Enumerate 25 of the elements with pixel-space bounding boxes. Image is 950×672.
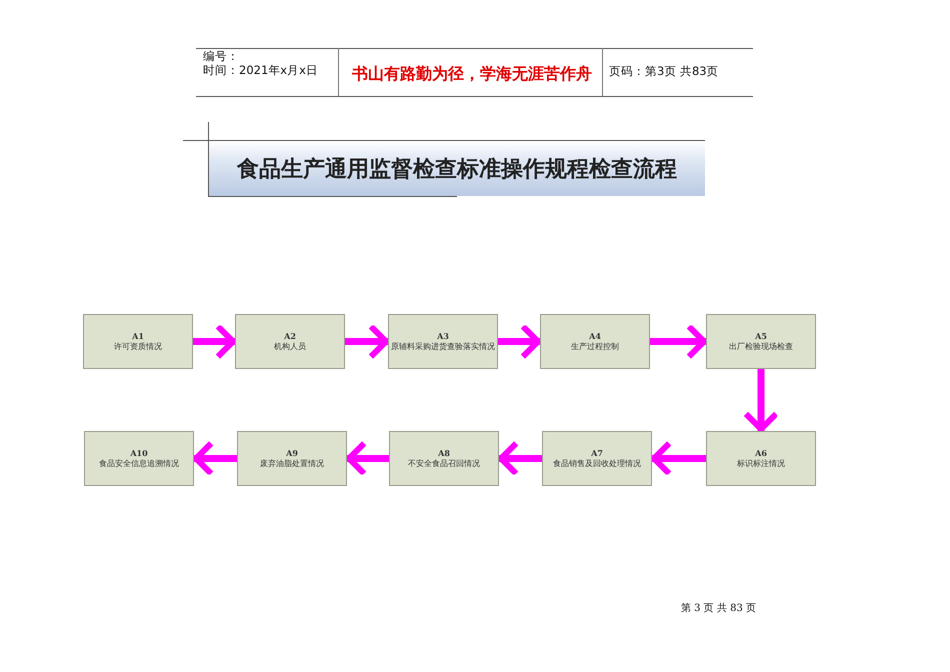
arrow (498, 326, 541, 358)
arrow (345, 326, 389, 358)
page-footer: 第 3 页 共 83 页 (681, 603, 756, 615)
arrow (745, 369, 777, 432)
date-text: 时间：2021年x月x日 (203, 64, 318, 78)
arrow (193, 326, 236, 358)
process-box: A3 原辅料采购进货查验落实情况 (388, 314, 498, 369)
arrow (498, 442, 542, 474)
process-box: A8 不安全食品召回情况 (389, 431, 499, 486)
field-label: 编号： (203, 50, 239, 64)
arrow (346, 442, 389, 474)
process-box: A7 食品销售及回收处理情况 (542, 431, 652, 486)
process-box: A10 食品安全信息追溯情况 (84, 431, 194, 486)
motto-text: 书山有路勤为径，学海无涯苦作舟 (352, 64, 592, 84)
arrow (193, 442, 237, 474)
arrow (650, 326, 707, 358)
process-box: A4 生产过程控制 (540, 314, 650, 369)
title-banner: 食品生产通用监督检查标准操作规程检查流程 (209, 141, 705, 196)
process-box: A5 出厂检验现场检查 (706, 314, 816, 369)
process-box: A2 机构人员 (235, 314, 345, 369)
process-box: A9 废弃油脂处置情况 (237, 431, 347, 486)
arrow (651, 442, 706, 474)
process-box: A1 许可资质情况 (83, 314, 193, 369)
page-number-text: 页码：第3页 共83页 (609, 65, 719, 79)
process-box: A6 标识标注情况 (706, 431, 816, 486)
